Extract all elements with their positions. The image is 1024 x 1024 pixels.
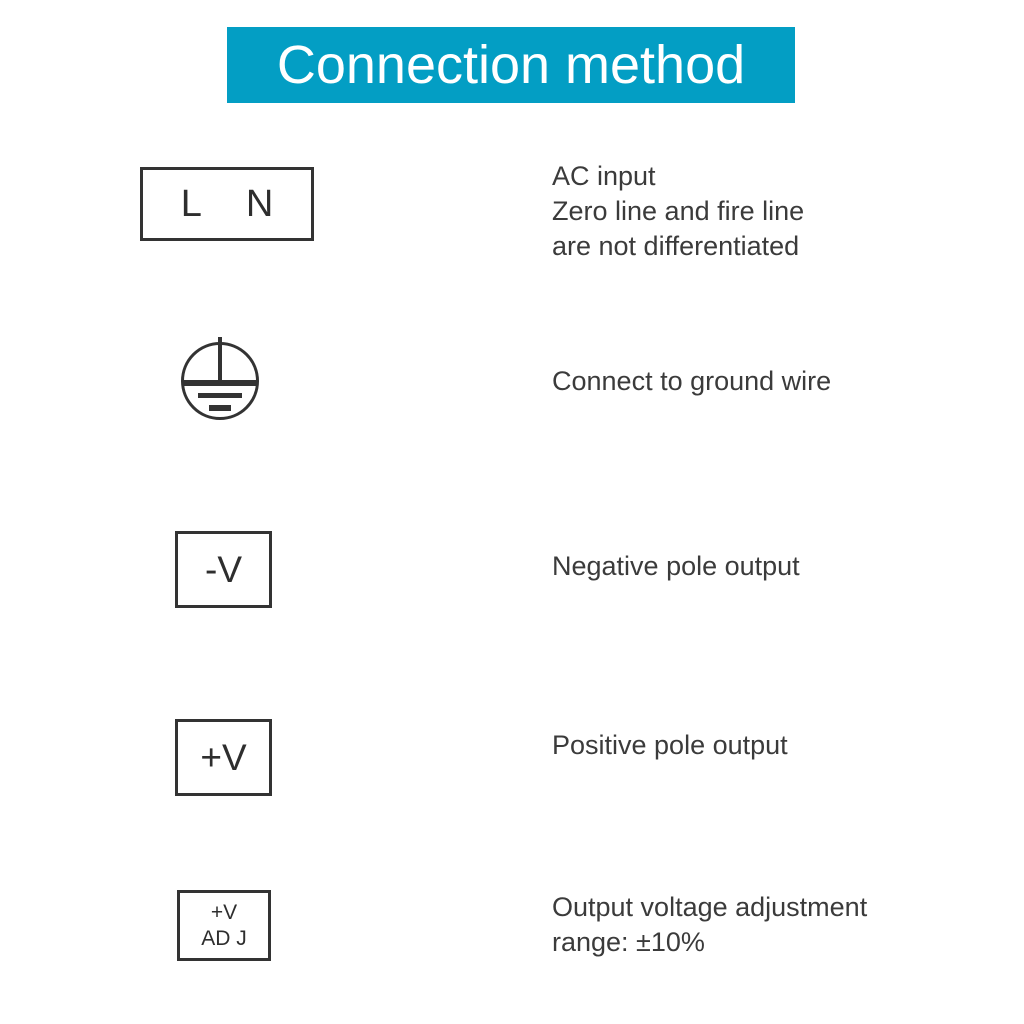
description-ac-input: AC input Zero line and fire line are not… (552, 161, 805, 261)
symbol-ground (177, 333, 263, 434)
terminal-box-adj: +V AD J (177, 890, 271, 961)
symbol-ac-input-terminal: L N (140, 167, 314, 241)
description-positive-output: Positive pole output (552, 730, 788, 760)
symbol-negative-terminal: -V (175, 531, 272, 608)
terminal-box-ln: L N (140, 167, 314, 241)
terminal-box-positive-v: +V (175, 719, 272, 796)
description-negative-output: Negative pole output (552, 551, 800, 581)
terminal-box-negative-v: -V (175, 531, 272, 608)
description-ground: Connect to ground wire (552, 366, 832, 396)
header-banner: Connection method (227, 27, 795, 103)
symbol-positive-terminal: +V (175, 719, 272, 796)
ground-icon (181, 337, 259, 420)
terminal-label-positive-v: +V (200, 737, 247, 778)
terminal-label-adj-top: +V (210, 900, 238, 924)
description-voltage-adjust: Output voltage adjustment range: ±10% (552, 892, 868, 957)
terminal-label-l: L (180, 183, 202, 225)
terminal-label-negative-v: -V (205, 549, 242, 590)
page-title: Connection method (276, 35, 746, 95)
terminal-label-adj-bottom: AD J (201, 926, 247, 950)
terminal-label-n: N (245, 183, 274, 225)
symbol-voltage-adjust-terminal: +V AD J (177, 890, 271, 961)
